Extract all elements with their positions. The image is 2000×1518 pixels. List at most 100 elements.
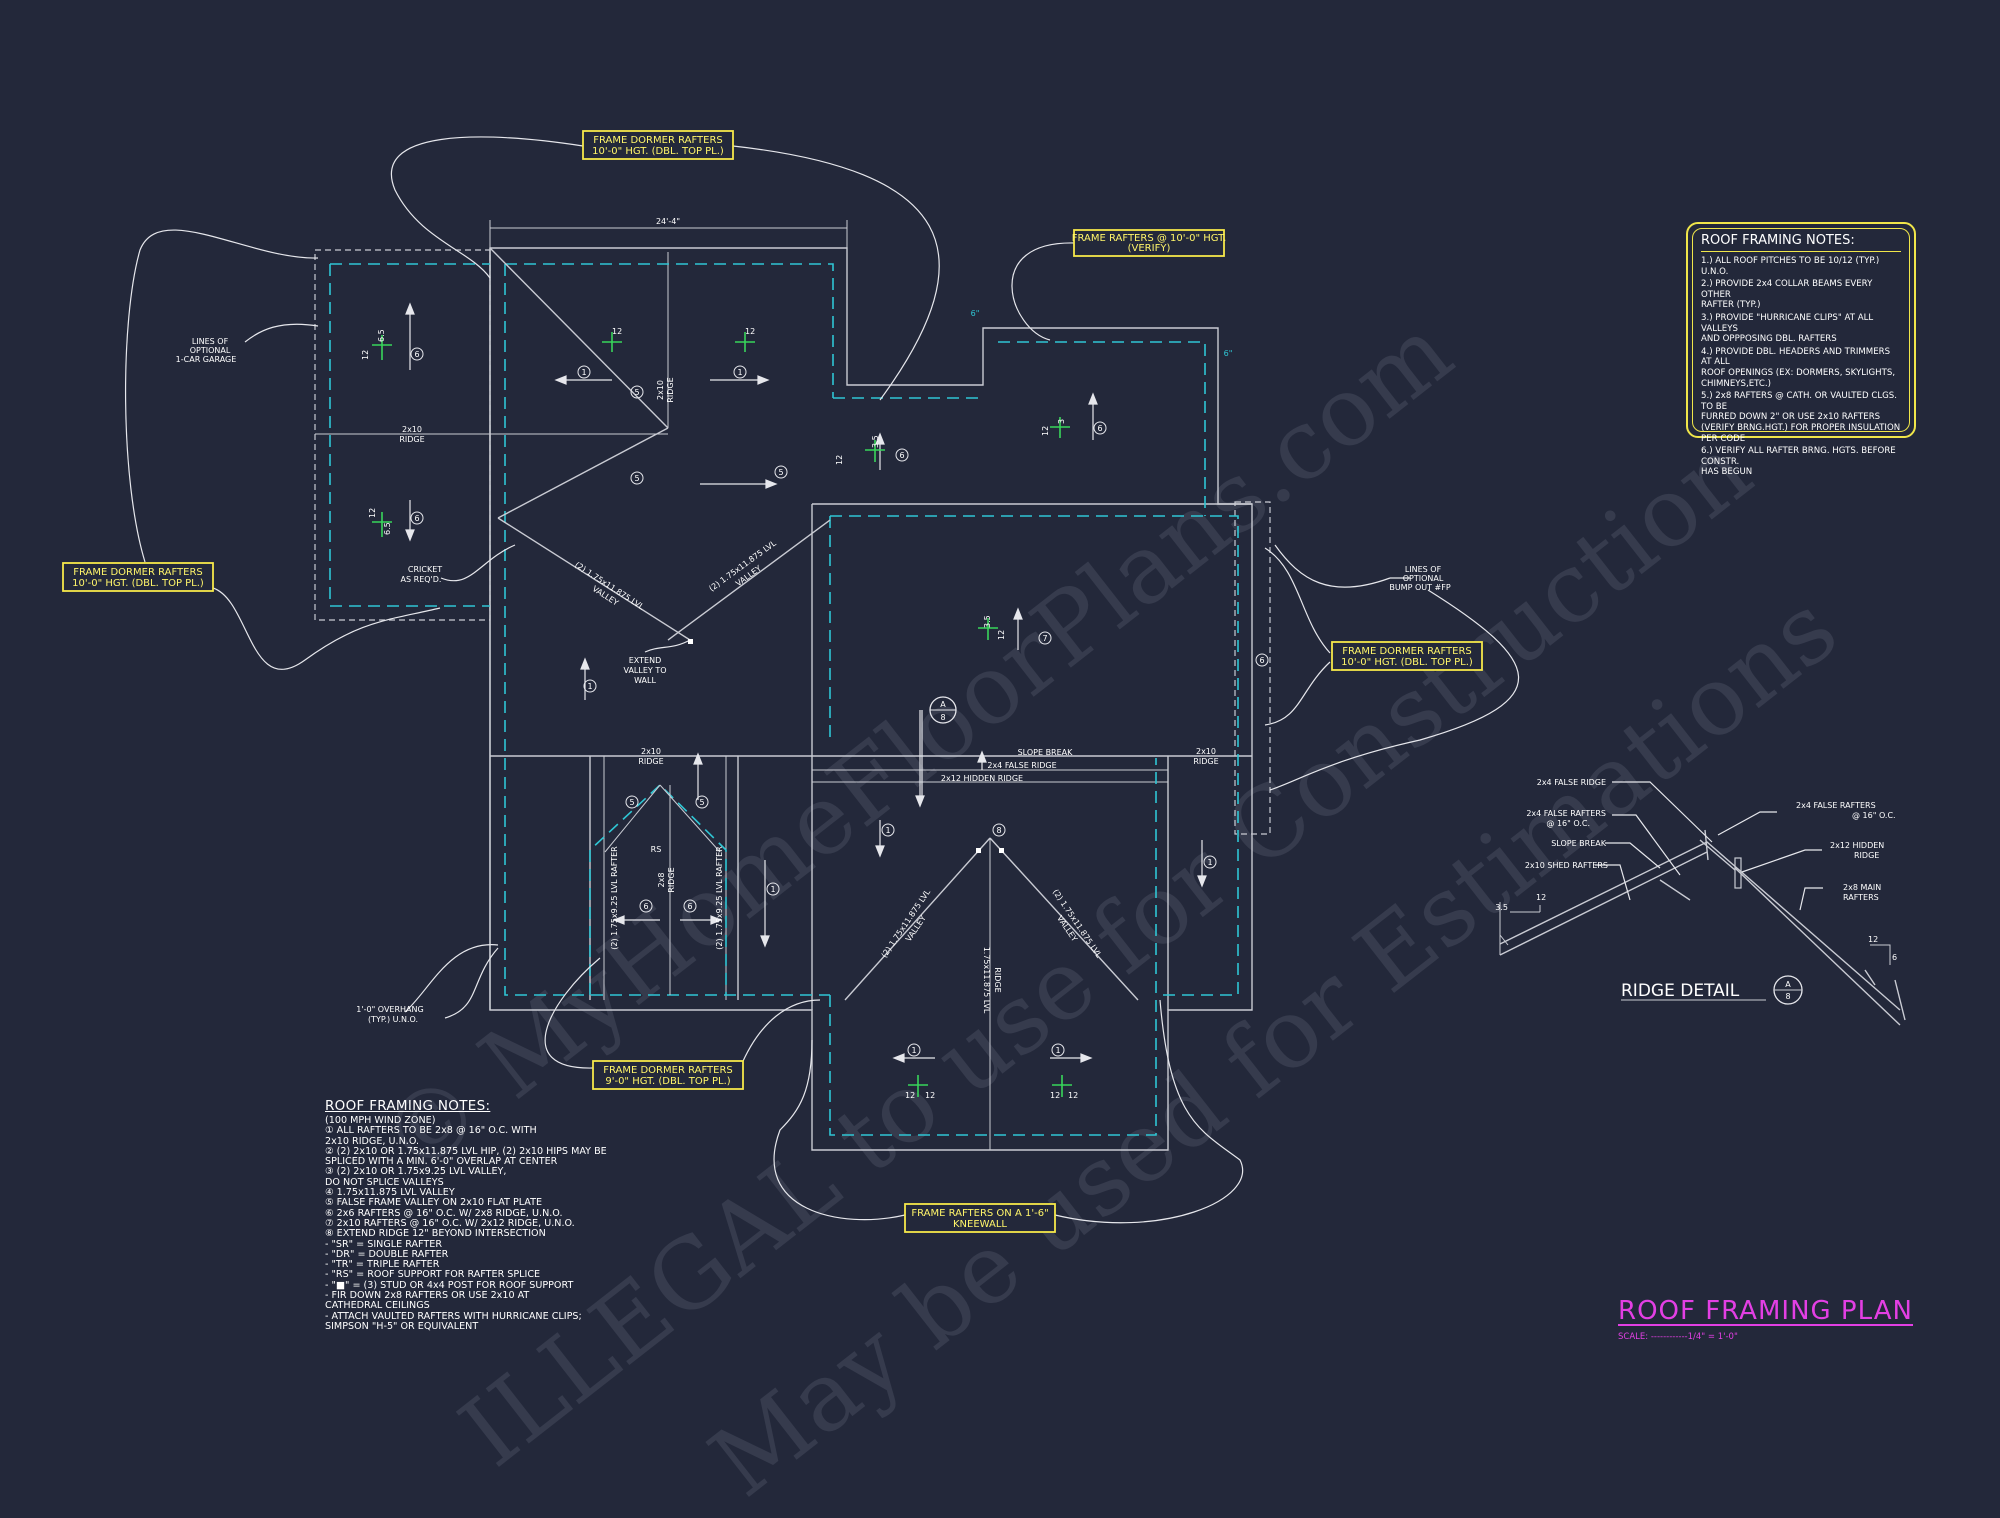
pitch-12-b: 12 — [368, 508, 377, 518]
leader-lines — [125, 136, 1520, 1224]
callout-rafters-verify-line-2: (VERIFY) — [1128, 243, 1171, 254]
note-left-item: - ATTACH VAULTED RAFTERS WITH HURRICANE … — [325, 1310, 582, 1332]
pitch-12-j: 12 — [1050, 1091, 1060, 1100]
plan-labels: LINES OF OPTIONAL 1-CAR GARAGE 2x10 RIDG… — [176, 309, 1451, 1024]
pitch-12-d: 12 — [745, 327, 755, 336]
detail-false-rafters-r-2: @ 16" O.C. — [1852, 811, 1896, 820]
section-tag-a: A — [940, 700, 946, 709]
detail-hidden-ridge-1: 2x12 HIDDEN — [1830, 841, 1884, 850]
tag-6-a: 6 — [414, 350, 419, 359]
tag-6-e: 6 — [1259, 656, 1264, 665]
detail-pitch-3-5: 3.5 — [1495, 903, 1508, 912]
label-lines-garage-1: LINES OF — [192, 337, 229, 346]
ridge-detail-title: RIDGE DETAIL — [1621, 981, 1740, 1001]
callout-dormer-bottom: FRAME DORMER RAFTERS 9'-0" HGT. (DBL. TO… — [592, 1060, 744, 1090]
ridge-detail-sec-a: A — [1785, 980, 1791, 989]
tag-1-b: 1 — [737, 368, 742, 377]
callout-kneewall-line-1: FRAME RAFTERS ON A 1'-6" — [911, 1208, 1048, 1219]
tag-1-e: 1 — [770, 885, 775, 894]
post-markers — [688, 639, 1004, 853]
note-left-item: ① ALL RAFTERS TO BE 2x8 @ 16" O.C. WITH … — [325, 1125, 537, 1147]
label-ridge-left-2: RIDGE — [399, 435, 424, 444]
tag-5-b: 5 — [634, 474, 639, 483]
callout-rafters-verify: FRAME RAFTERS @ 10'-0" HGT. (VERIFY) — [1072, 229, 1226, 257]
callout-dormer-bottom-line-2: 9'-0" HGT. (DBL. TOP PL.) — [605, 1076, 730, 1087]
note-left-item: ④ 1.75x11.875 LVL VALLEY — [325, 1187, 455, 1199]
label-slope-break: SLOPE BREAK — [1018, 748, 1074, 757]
label-overhang-1: 1'-0" OVERHANG — [356, 1005, 423, 1014]
tag-6-c: 6 — [899, 451, 904, 460]
notes-left-list: (100 MPH WIND ZONE) ① ALL RAFTERS TO BE … — [325, 1115, 645, 1332]
label-ridge-small-2: RIDGE — [667, 867, 676, 892]
drawing-title: ROOF FRAMING PLAN — [1618, 1296, 1913, 1326]
callout-dormer-right-line-2: 10'-0" HGT. (DBL. TOP PL.) — [1341, 657, 1473, 668]
drawing-scale: SCALE: ------------1/4" = 1'-0" — [1618, 1332, 1738, 1342]
detail-false-rafters-2: @ 16" O.C. — [1546, 819, 1590, 828]
note-right-item: 2.) PROVIDE 2x4 COLLAR BEAMS EVERY OTHER… — [1701, 279, 1873, 311]
note-left-item: - "RS" = ROOF SUPPORT FOR RAFTER SPLICE — [325, 1269, 541, 1281]
label-six-inch-a: 6" — [971, 309, 980, 318]
label-lvl-rafter-a: (2) 1.75x9.25 LVL RAFTER — [610, 846, 619, 950]
pitch-12-i: 12 — [925, 1091, 935, 1100]
notes-box-frame — [1686, 222, 1916, 438]
callout-dormer-bottom-line-1: FRAME DORMER RAFTERS — [603, 1065, 733, 1076]
pitch-numbers: 6.5 12 6.5 12 12 12 3.5 12 3 12 3.5 12 1… — [361, 327, 1078, 1100]
building-outline — [314, 247, 1271, 1151]
label-bump-out-2: OPTIONAL — [1403, 574, 1444, 583]
label-extend-valley-1: EXTEND — [629, 656, 661, 665]
label-cricket-2: AS REQ'D. — [401, 575, 442, 584]
pitch-symbols — [372, 332, 1072, 1097]
label-lines-garage-3: 1-CAR GARAGE — [176, 355, 237, 364]
pitch-3-5-b: 3.5 — [983, 615, 992, 628]
label-ridge-vert-1: 2x10 — [656, 380, 665, 400]
tag-1-h: 1 — [1055, 1046, 1060, 1055]
pitch-12-h: 12 — [905, 1091, 915, 1100]
note-left-item: - "SR" = SINGLE RAFTER — [325, 1238, 442, 1250]
notes-right-list: 1.) ALL ROOF PITCHES TO BE 10/12 (TYP.) … — [1701, 256, 1901, 478]
note-left-item: (100 MPH WIND ZONE) — [325, 1115, 436, 1126]
detail-pitch-12-a: 12 — [1536, 893, 1546, 902]
callout-dormer-left: FRAME DORMER RAFTERS 10'-0" HGT. (DBL. T… — [62, 562, 214, 592]
optional-bump-out — [1234, 501, 1271, 835]
callout-dormer-top: FRAME DORMER RAFTERS 10'-0" HGT. (DBL. T… — [582, 130, 734, 160]
pitch-12-f: 12 — [1041, 426, 1050, 436]
label-lines-garage-2: OPTIONAL — [190, 346, 231, 355]
label-false-ridge: 2x4 FALSE RIDGE — [987, 761, 1056, 770]
notes-right-title: ROOF FRAMING NOTES: — [1701, 233, 1901, 252]
roof-framing-notes-left: ROOF FRAMING NOTES: (100 MPH WIND ZONE) … — [325, 1098, 645, 1332]
tag-6-b: 6 — [414, 514, 419, 523]
detail-false-rafters-r-1: 2x4 FALSE RAFTERS — [1796, 801, 1876, 810]
dimension-top: 24'-4" — [489, 217, 848, 252]
tag-8: 8 — [996, 826, 1001, 835]
pitch-12-e: 12 — [835, 455, 844, 465]
callout-dormer-right: FRAME DORMER RAFTERS 10'-0" HGT. (DBL. T… — [1331, 641, 1483, 671]
pitch-6-5-b: 6.5 — [383, 522, 392, 535]
ridge-detail: RIDGE DETAIL A 8 2x4 FALSE RIDGE 2x4 FAL… — [1495, 778, 1906, 1026]
note-right-item: 4.) PROVIDE DBL. HEADERS AND TRIMMERS AT… — [1701, 346, 1896, 389]
section-tag-8: 8 — [940, 713, 945, 722]
tag-1-a: 1 — [581, 368, 586, 377]
label-lvl-rafter-b: (2) 1.75x9.25 LVL RAFTER — [715, 846, 724, 950]
detail-pitch-6: 6 — [1892, 953, 1897, 962]
detail-main-rafters-2: RAFTERS — [1843, 893, 1879, 902]
tag-1-d: 1 — [885, 826, 890, 835]
label-ridge-small-1: 2x8 — [657, 873, 666, 888]
tag-6-f: 6 — [643, 902, 648, 911]
tag-1-g: 1 — [911, 1046, 916, 1055]
tag-5-c: 5 — [778, 468, 783, 477]
label-extend-valley-2: VALLEY TO — [623, 666, 666, 675]
notes-left-title: ROOF FRAMING NOTES: — [325, 1098, 491, 1114]
label-ridge-vert-2: RIDGE — [666, 377, 675, 402]
pitch-3-5-a: 3.5 — [871, 435, 880, 448]
callout-kneewall-line-2: KNEEWALL — [953, 1219, 1007, 1230]
label-ridge-left-1: 2x10 — [402, 425, 422, 434]
callout-dormer-top-line-1: FRAME DORMER RAFTERS — [593, 135, 723, 146]
tag-1-f: 1 — [1207, 858, 1212, 867]
detail-main-rafters-1: 2x8 MAIN — [1843, 883, 1881, 892]
rafter-arrows — [405, 302, 1207, 1063]
label-overhang-2: (TYP.) U.N.O. — [368, 1015, 418, 1024]
roof-framing-notes-right: ROOF FRAMING NOTES: 1.) ALL ROOF PITCHES… — [1692, 228, 1910, 477]
note-left-item: ③ (2) 2x10 OR 1.75x9.25 LVL VALLEY, DO N… — [325, 1166, 507, 1188]
label-ridge-mid-right-1: 2x10 — [1196, 747, 1216, 756]
